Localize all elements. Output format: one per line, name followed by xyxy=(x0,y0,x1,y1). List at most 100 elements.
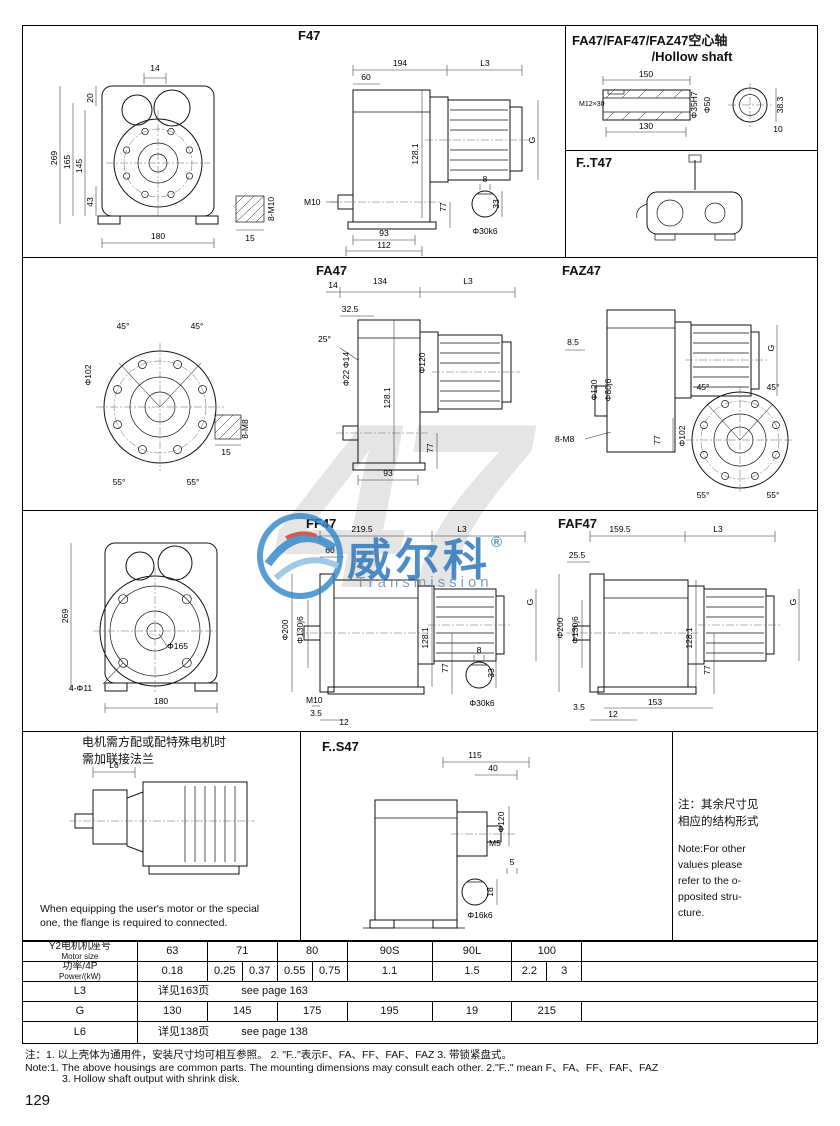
dim-fa47s-14: 14 xyxy=(328,280,338,290)
power-label-cn: 功率/4P xyxy=(62,961,98,973)
dim-ff47s-128: 128.1 xyxy=(420,627,430,649)
dim-faf47-128: 128.1 xyxy=(684,627,694,649)
dim-fa47fl-102: Φ102 xyxy=(83,364,93,385)
dim-ff47s-m10: M10 xyxy=(306,695,323,705)
power-15: 1.5 xyxy=(431,961,513,982)
dim-ff47sh-dia: Φ30k6 xyxy=(469,698,494,708)
motor-flange-note-cn-line2: 需加联接法兰 xyxy=(82,752,155,766)
dim-faz47-G: G xyxy=(766,345,776,352)
dim-fa47s-77: 77 xyxy=(425,443,435,453)
motor-flange-note-cn-line1: 电机需方配或配特殊电机时 xyxy=(82,735,227,749)
faz47-drawing: 8.5 Φ120 Φ80j6 8-M8 77 G 45° 45° Φ102 55… xyxy=(555,309,794,500)
dim-faf47-G: G xyxy=(788,599,798,606)
dim-f47f-15: 15 xyxy=(245,233,255,243)
power-11: 1.1 xyxy=(346,961,433,982)
fa47-flange-drawing: 45° 45° Φ102 55° 55° 15 8-M8 xyxy=(83,321,250,487)
power-3: 3 xyxy=(546,961,583,982)
dim-faf47-35: 3.5 xyxy=(573,702,585,712)
empty-cell xyxy=(581,1001,818,1022)
dim-fs47-40: 40 xyxy=(488,763,498,773)
dim-fa47s-128: 128.1 xyxy=(382,387,392,409)
power-22: 2.2 xyxy=(511,961,548,982)
divider xyxy=(565,25,566,257)
dim-f47s-L3: L3 xyxy=(480,58,490,68)
dim-f47f-8m10: 8-M10 xyxy=(266,197,276,221)
dim-fa47fl-15: 15 xyxy=(221,447,231,457)
footnote-en2: 3. Hollow shaft output with shrink disk. xyxy=(62,1073,240,1085)
section-title-faz47: FAZ47 xyxy=(562,263,602,278)
dim-ff47s-dia200: Φ200 xyxy=(280,619,290,640)
other-values-note-en5: cture. xyxy=(678,907,705,919)
ft47-drawing xyxy=(636,154,743,241)
dim-f47f-20: 20 xyxy=(85,93,95,103)
dim-ff47s-dia130: Φ130j6 xyxy=(295,616,305,644)
dim-fa47s-25deg: 25° xyxy=(318,334,331,344)
faf47-drawing: 159.5 L3 25.5 G Φ200 Φ130j6 128.1 77 3.5… xyxy=(555,524,800,721)
dim-fa47fl-55b: 55° xyxy=(187,477,200,487)
dim-fa47fl-55a: 55° xyxy=(113,477,126,487)
dim-faz47-dia80: Φ80j6 xyxy=(603,378,613,401)
divider xyxy=(22,257,818,258)
dim-f47s-194: 194 xyxy=(393,58,407,68)
dim-hs-35h7: Φ35H7 xyxy=(689,91,699,118)
dim-f47s-m10: M10 xyxy=(304,197,321,207)
dim-faf47-12: 12 xyxy=(608,709,618,719)
dim-faz47fl-45a: 45° xyxy=(697,382,710,392)
motor-flange-note-en: When equipping the user's motor or the s… xyxy=(40,902,296,930)
dim-fa47s-dia22: Φ22 xyxy=(341,370,351,387)
dim-fa47s-dia14: Φ14 xyxy=(341,352,351,369)
registered-mark: ® xyxy=(491,534,503,551)
dim-fa47fl-45a: 45° xyxy=(117,321,130,331)
l6-value-cn: 详见138页 xyxy=(157,1025,210,1038)
dim-ff47s-2195: 219.5 xyxy=(351,524,373,534)
dim-hs-m12: M12×30 xyxy=(579,101,605,108)
dim-f47s-112: 112 xyxy=(377,240,391,250)
dim-faf47-dia200: Φ200 xyxy=(555,617,565,638)
dim-fa47s-L3: L3 xyxy=(463,276,473,286)
dim-faf47-1595: 159.5 xyxy=(609,524,631,534)
section-title-ft47: F..T47 xyxy=(576,155,613,170)
hollow-shaft-drawing: 150 M12×30 130 Φ35H7 Φ50 38.3 10 xyxy=(579,69,785,137)
motor-size-label-en: Motor size xyxy=(61,951,99,961)
dim-hs-50: Φ50 xyxy=(702,97,712,114)
g-80: 175 xyxy=(276,1001,348,1022)
dim-ff47s-12: 12 xyxy=(339,717,349,727)
l3-value-en: see page 163 xyxy=(241,984,308,997)
dim-ff47sh-33: 33 xyxy=(486,668,496,678)
power-037: 0.37 xyxy=(241,961,278,982)
dim-fs47-dia120: Φ120 xyxy=(496,811,506,832)
dim-hs-130: 130 xyxy=(639,121,653,131)
g-71: 145 xyxy=(206,1001,278,1022)
section-title-fa47: FA47 xyxy=(316,263,348,278)
l6-value-en: see page 138 xyxy=(241,1025,308,1038)
dim-faf47-255: 25.5 xyxy=(569,550,586,560)
l6-flange-drawing: L6 xyxy=(69,760,255,875)
power-018: 0.18 xyxy=(136,961,208,982)
dim-ff47f-4d11: 4-Φ11 xyxy=(69,683,92,693)
divider xyxy=(672,731,673,941)
fs47-drawing: 115 40 Φ120 M5 5 18 Φ16k6 xyxy=(363,750,530,929)
dim-fs47-dia16: Φ16k6 xyxy=(467,910,492,920)
dim-f47s-128: 128.1 xyxy=(410,143,420,165)
power-label-en: Power/(kW) xyxy=(59,971,101,981)
dim-fs47-18: 18 xyxy=(485,887,495,897)
other-values-note: 注：其余尺寸见 相应的结构形式 Note:For other values pl… xyxy=(678,797,759,921)
table-row-g: G 130 145 175 195 19 215 xyxy=(22,1001,818,1022)
g-label: G xyxy=(22,1001,138,1022)
divider xyxy=(22,731,818,732)
g-90l: 19 xyxy=(431,1001,513,1022)
power-075: 0.75 xyxy=(311,961,348,982)
dim-f47sh-33: 33 xyxy=(491,199,501,209)
dim-hs-10: 10 xyxy=(773,124,783,134)
dim-f47f-43: 43 xyxy=(85,197,95,207)
dim-f47f-165: 165 xyxy=(62,155,72,169)
footnote-en1: Note:1. The above housings are common pa… xyxy=(25,1062,659,1074)
dim-ff47f-180: 180 xyxy=(154,696,168,706)
dim-faf47-dia130: Φ130j6 xyxy=(570,616,580,644)
hollow-title-line2: /Hollow shaft xyxy=(651,49,733,64)
dim-hs-150: 150 xyxy=(639,69,653,79)
